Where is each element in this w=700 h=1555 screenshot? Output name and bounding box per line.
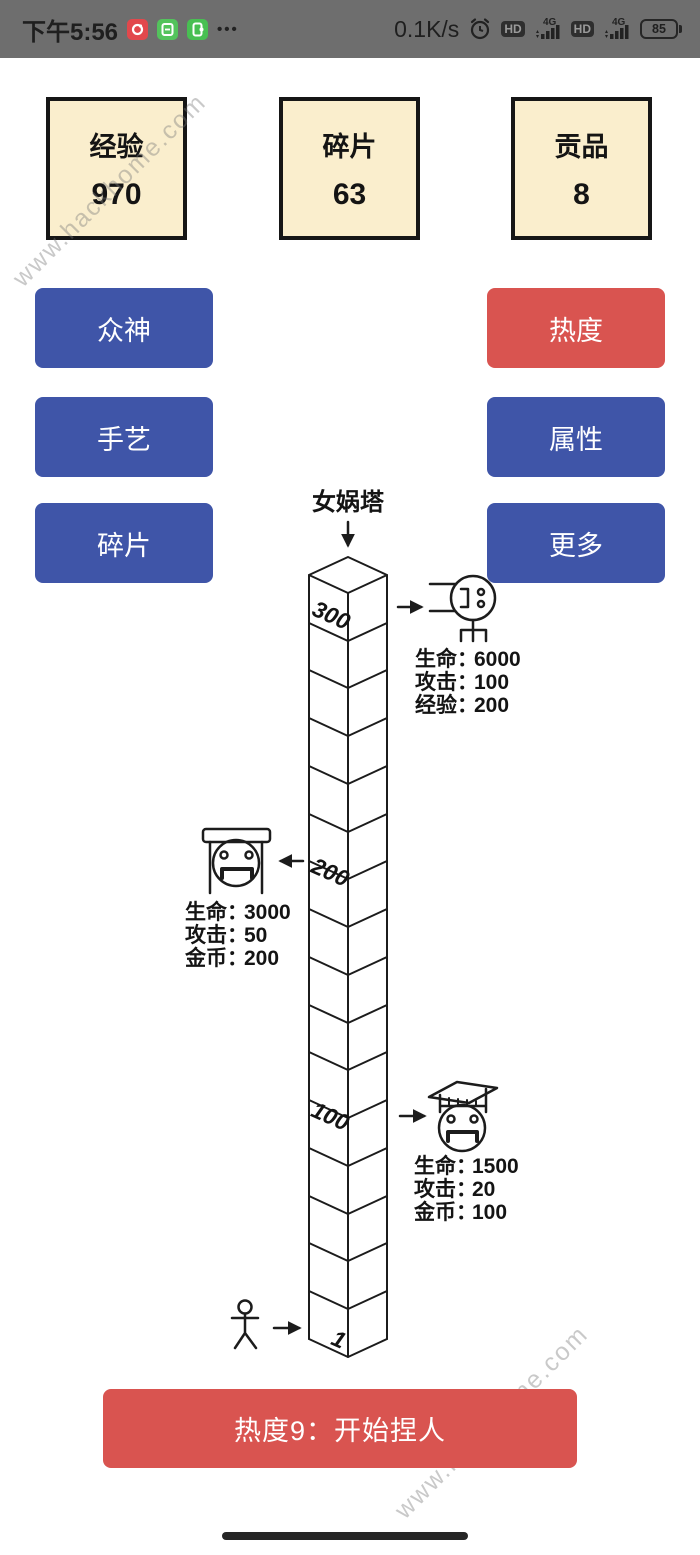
- stat-value: 6000: [474, 648, 521, 671]
- signal-bars-sim1-icon: 4G: [535, 17, 560, 39]
- volte-hd-icon-1: HD: [501, 21, 525, 37]
- phone-app-icon: [187, 18, 209, 40]
- stat-label: 金币：: [413, 1200, 477, 1224]
- craft-button[interactable]: 手艺: [35, 397, 213, 477]
- signal-bars-sim2-icon: 4G: [605, 17, 629, 39]
- battery-icon: 85: [640, 19, 682, 39]
- start-pinch-people-button[interactable]: 热度9：开始捏人: [103, 1389, 577, 1468]
- tower-illustration: 女娲塔 300 200 100 1 生命： 6000 攻击： 10: [184, 488, 521, 1358]
- heat-button[interactable]: 热度: [487, 288, 665, 368]
- stat-label: 经验：: [415, 693, 478, 717]
- resource-box-experience: 经验 970: [46, 97, 187, 240]
- robot-monster: [396, 574, 497, 643]
- stat-label: 攻击：: [414, 1177, 477, 1201]
- status-bar: 下午5:56 ••• 0.1K/s HD 4G: [0, 0, 700, 58]
- network-speed: 0.1K/s: [394, 15, 460, 42]
- battery-percent: 85: [652, 22, 666, 36]
- more-notifications-icon: •••: [217, 20, 239, 38]
- tower-floor-dividers: [308, 622, 388, 1310]
- more-button[interactable]: 更多: [487, 503, 665, 583]
- stat-value: 50: [244, 924, 267, 947]
- robot-stats: 生命： 6000 攻击： 100 经验： 200: [415, 647, 521, 717]
- stat-label: 生命：: [414, 1154, 477, 1178]
- graduate-stats: 生命： 1500 攻击： 20 金币： 100: [413, 1154, 519, 1224]
- music-app-icon: [127, 18, 149, 40]
- stat-value: 3000: [244, 901, 291, 924]
- stat-value: 100: [474, 671, 509, 694]
- svg-text:4G: 4G: [543, 17, 557, 28]
- resource-label: 贡品: [554, 132, 609, 162]
- resource-value: 970: [91, 178, 142, 211]
- level-label-200: 200: [307, 852, 354, 892]
- resource-value: 63: [332, 178, 367, 211]
- resource-label: 碎片: [322, 132, 377, 162]
- stat-value: 20: [472, 1178, 495, 1201]
- resource-box-tribute: 贡品 8: [511, 97, 652, 240]
- shards-button[interactable]: 碎片: [35, 503, 213, 583]
- stat-value: 100: [472, 1201, 507, 1224]
- stat-label: 生命：: [415, 647, 478, 671]
- stat-value: 1500: [472, 1155, 519, 1178]
- tower-title: 女娲塔: [312, 488, 385, 516]
- volte-hd-icon-2: HD: [570, 21, 594, 37]
- alarm-clock-icon: [471, 18, 490, 40]
- stat-label: 金币：: [184, 946, 248, 970]
- player-stick-figure: [230, 1299, 302, 1350]
- status-bar-left: 下午5:56 •••: [22, 12, 239, 47]
- tower-column: 300 200 100 1: [307, 556, 388, 1358]
- stat-label: 攻击：: [185, 923, 248, 947]
- vampire-monster: [201, 827, 305, 895]
- graduate-monster: [398, 1080, 499, 1153]
- resource-box-shards: 碎片 63: [279, 97, 420, 240]
- resource-label: 经验: [89, 132, 144, 162]
- clock-time: 下午5:56: [22, 18, 119, 46]
- resource-value: 8: [573, 178, 590, 211]
- stat-value: 200: [474, 694, 509, 717]
- gods-button[interactable]: 众神: [35, 288, 213, 368]
- stat-label: 生命：: [185, 900, 248, 924]
- attributes-button[interactable]: 属性: [487, 397, 665, 477]
- notes-app-icon: [157, 18, 179, 40]
- svg-text:4G: 4G: [612, 17, 626, 28]
- level-label-1: 1: [328, 1325, 350, 1354]
- stat-value: 200: [244, 947, 279, 970]
- stat-label: 攻击：: [415, 670, 478, 694]
- vampire-stats: 生命： 3000 攻击： 50 金币： 200: [184, 900, 291, 970]
- home-indicator[interactable]: [222, 1532, 468, 1540]
- status-bar-right: 0.1K/s HD 4G HD 4G: [394, 15, 682, 43]
- level-label-100: 100: [308, 1096, 354, 1135]
